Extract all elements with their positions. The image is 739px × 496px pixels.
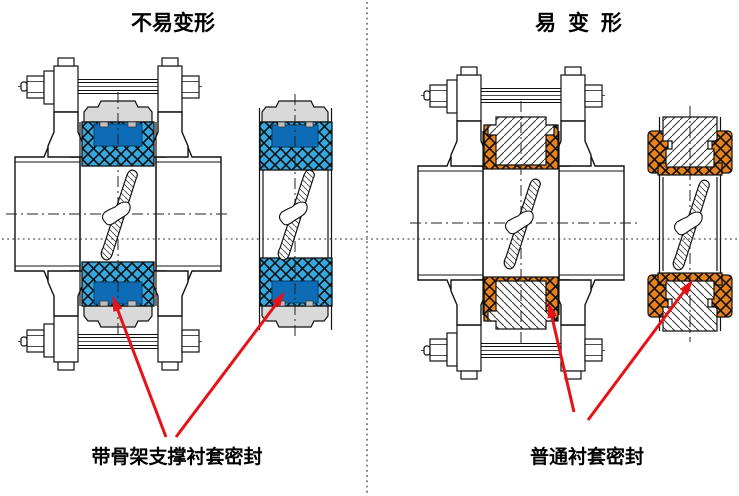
reinforced-valve-section [6, 58, 230, 370]
plain-valve-section [410, 67, 640, 379]
left-panel-title: 不易变形 [131, 12, 215, 35]
reinforced-seal-cartridge [258, 94, 333, 340]
pointer-arrows-left [112, 291, 285, 438]
pointer-arrows-right [547, 279, 693, 421]
plain-seal-cartridge [647, 106, 733, 342]
left-seal-caption: 带骨架支撑衬套密封 [91, 447, 263, 468]
right-panel-title: 易 变 形 [535, 12, 625, 35]
right-seal-caption: 普通衬套密封 [529, 447, 645, 468]
